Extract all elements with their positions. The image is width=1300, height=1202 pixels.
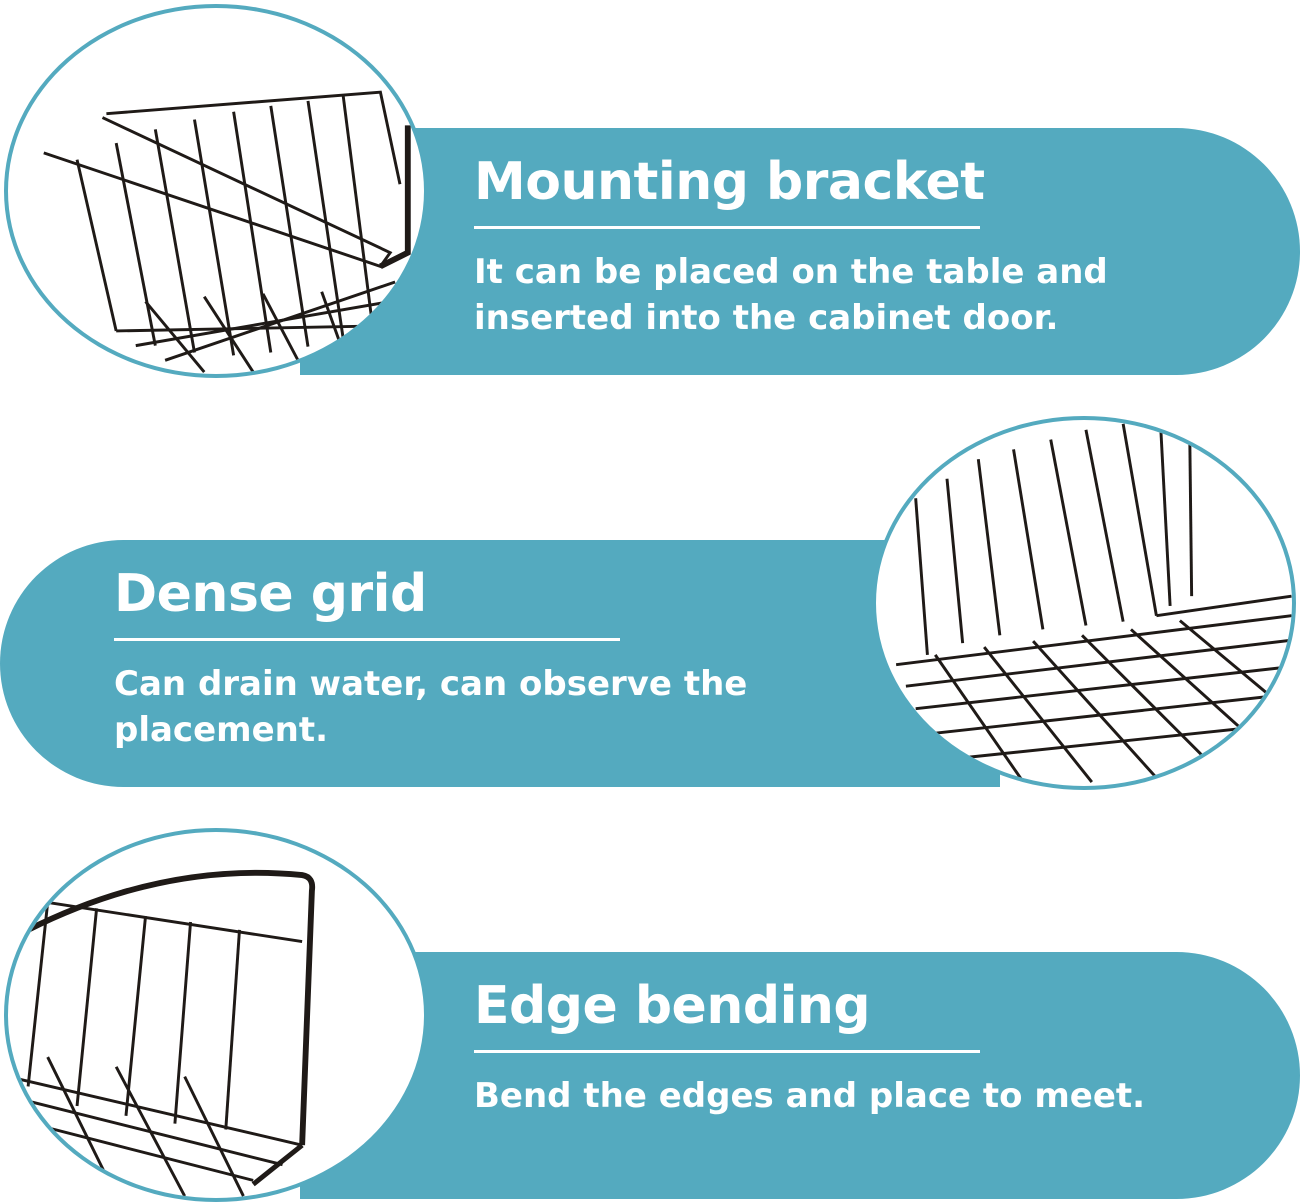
feature-title: Dense grid	[114, 564, 427, 624]
title-divider	[474, 226, 980, 229]
wire-edge-illustration	[8, 869, 316, 1197]
wire-grid-illustration	[895, 420, 1292, 784]
feature-description-line1: It can be placed on the table and	[474, 252, 1108, 292]
feature-band-mounting-bracket	[300, 128, 1300, 375]
feature-description-line2: placement.	[114, 710, 329, 750]
title-divider	[474, 1050, 980, 1053]
mounting-bracket-photo	[4, 4, 428, 378]
feature-title: Mounting bracket	[474, 152, 985, 212]
feature-text-dense-grid: Dense grid Can drain water, can observe …	[114, 562, 834, 753]
feature-title: Edge bending	[474, 976, 871, 1036]
feature-band-dense-grid	[0, 540, 1000, 787]
feature-description-line2: inserted into the cabinet door.	[474, 298, 1059, 338]
feature-description-line1: Bend the edges and place to meet.	[474, 1076, 1146, 1116]
title-divider	[114, 638, 620, 641]
feature-text-mounting-bracket: Mounting bracket It can be placed on the…	[474, 150, 1234, 341]
wire-basket-bracket-illustration	[43, 90, 411, 373]
edge-bending-photo	[4, 828, 428, 1202]
dense-grid-photo	[872, 416, 1296, 790]
feature-band-edge-bending	[300, 952, 1300, 1199]
feature-text-edge-bending: Edge bending Bend the edges and place to…	[474, 974, 1234, 1119]
feature-description-line1: Can drain water, can observe the	[114, 664, 748, 704]
